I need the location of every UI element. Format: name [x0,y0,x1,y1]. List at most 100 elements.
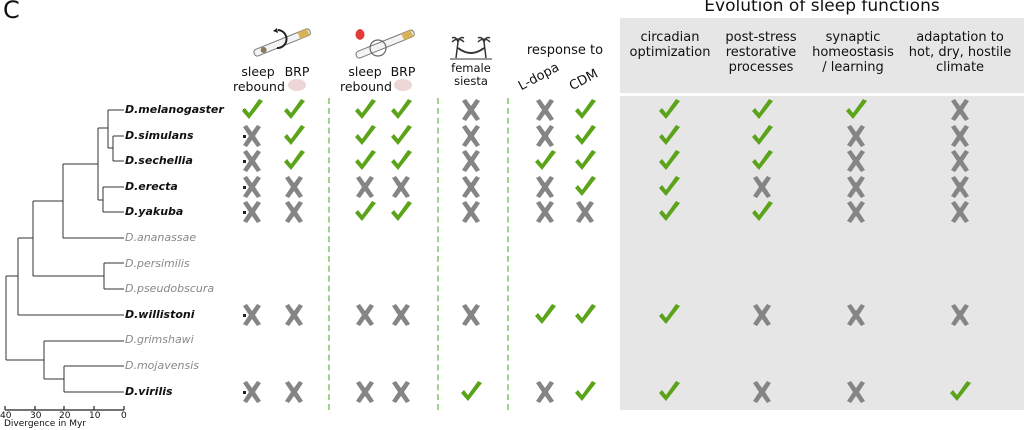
cross-icon [243,303,261,326]
check-icon [284,124,305,145]
cross-icon [536,380,554,403]
cross-icon [392,175,410,198]
header-brp-2: BRP [390,64,416,79]
cross-icon [356,303,374,326]
header-brp-1: BRP [284,64,310,79]
header-response-to: response to [526,43,604,58]
cross-icon [462,201,480,224]
check-icon [355,124,376,145]
fly-probe-heat-icon [355,29,415,59]
cross-icon [285,175,303,198]
cross-icon [285,201,303,224]
cross-icon [951,201,969,224]
cross-icon [285,303,303,326]
row-marker [243,211,246,215]
species-label: D.pseudobscura [125,282,215,296]
check-icon [659,303,680,324]
check-icon [752,124,773,145]
cross-icon [847,150,865,173]
cross-icon [243,175,261,198]
check-icon [659,124,680,145]
cross-icon [536,201,554,224]
species-label: D.erecta [125,179,178,193]
species-label: D.willistoni [125,307,195,321]
cross-icon [753,380,771,403]
species-label: D.melanogaster [125,103,224,116]
check-icon [575,380,596,401]
check-icon [575,99,596,119]
row-marker [243,390,246,394]
cross-icon [753,175,771,198]
cross-icon [356,175,374,198]
check-icon [461,380,482,401]
check-icon [535,303,556,324]
cross-icon [951,175,969,198]
check-icon [355,201,376,222]
cross-icon [392,380,410,403]
row-marker [243,313,246,317]
cross-icon [462,124,480,147]
column-divider [507,98,509,410]
cross-icon [847,124,865,147]
cross-icon [536,124,554,147]
check-icon [846,99,867,119]
check-icon [659,201,680,222]
species-label: D.simulans [125,128,194,142]
species-label: D.persimilis [125,256,190,270]
cross-icon [462,303,480,326]
species-label: D.sechellia [125,154,193,168]
species-label: D.virilis [125,384,173,398]
scale-tick-20: 20 [59,411,71,421]
check-icon [391,150,412,171]
check-icon [659,150,680,171]
cross-icon [951,303,969,326]
scale-tick-10: 10 [89,411,101,421]
cross-icon [243,201,261,224]
check-icon [752,201,773,222]
hammock-palm-icon [450,36,492,60]
functions-title: Evolution of sleep functions [704,0,940,16]
check-icon [391,124,412,145]
check-icon [575,303,596,324]
cross-icon [951,124,969,147]
cross-icon [847,303,865,326]
row-marker [243,160,246,164]
cross-icon [536,99,554,121]
species-label: D.ananassae [125,231,197,244]
check-icon [355,99,376,119]
header-cdm: CDM [566,66,601,94]
check-icon [355,150,376,171]
cross-icon [753,303,771,326]
panel-label: C [3,0,20,24]
brain-icon [394,79,412,91]
check-icon [575,175,596,196]
scale-tick-30: 30 [30,411,42,421]
check-icon [391,201,412,222]
phylogenetic-tree [4,109,125,411]
cross-icon [576,201,594,224]
cross-icon [462,99,480,121]
cross-icon [285,380,303,403]
scale-tick-40: 40 [0,411,12,421]
check-icon [575,124,596,145]
check-icon [575,150,596,171]
cross-icon [462,175,480,198]
check-icon [659,175,680,196]
cross-icon [243,150,261,173]
cross-icon [243,380,261,403]
brain-icon [288,79,306,91]
check-icon [950,380,971,401]
check-icon [752,150,773,171]
cross-icon [392,303,410,326]
species-label: D.yakuba [125,205,184,219]
check-icon [284,150,305,171]
check-icon [659,380,680,401]
check-icon [535,150,556,171]
scale-title: Divergence in Myr [4,419,86,429]
species-label: D.mojavensis [125,359,199,372]
